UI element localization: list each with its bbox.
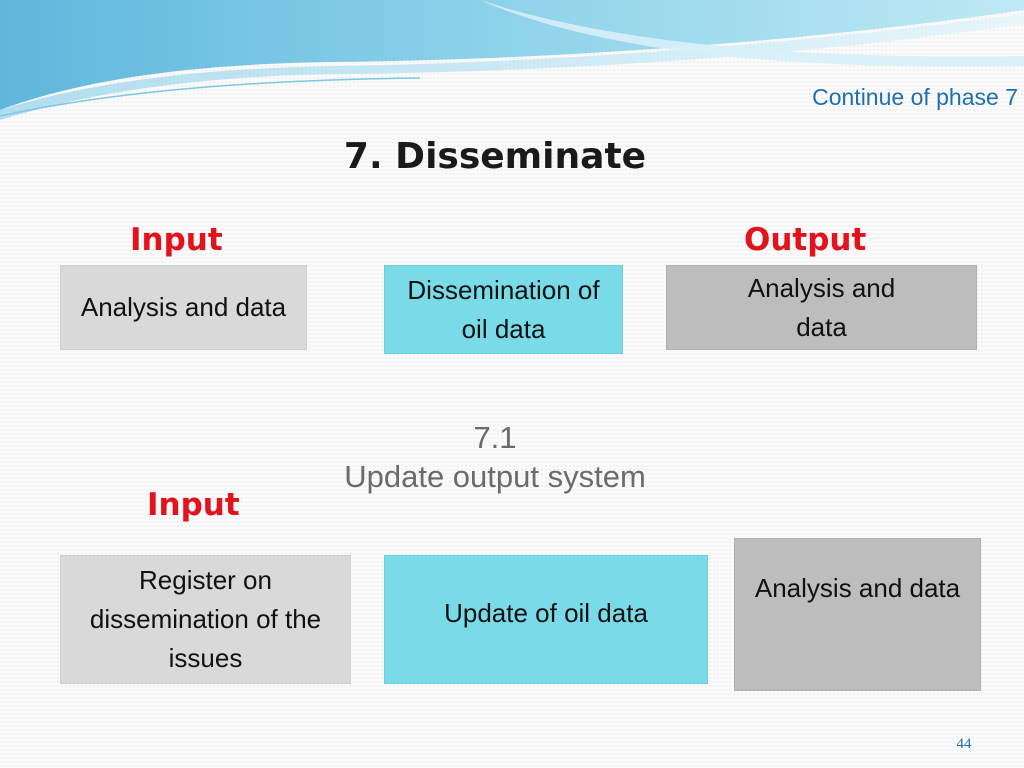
top-input-box: Analysis and data [60,265,307,350]
bottom-process-box: Update of oil data [384,555,708,684]
subphase-number: 7.1 [473,420,517,455]
bottom-input-box-text: Register on dissemination of the issues [89,565,322,673]
header-swoosh-decoration [0,0,1024,120]
top-input-label: Input [130,222,223,258]
page-number: 44 [956,736,972,752]
bottom-input-box: Register on dissemination of the issues [60,555,351,684]
top-process-box: Dissemination of oil data [384,265,623,354]
slide-title: 7. Disseminate [343,136,647,177]
subphase-heading: 7.1 Update output system [300,418,690,496]
top-input-box-text: Analysis and data [80,292,287,322]
bottom-output-box: Analysis and data [734,538,981,691]
top-output-label: Output [744,222,867,258]
phase-continuation-note: Continue of phase 7 [812,84,1018,110]
bottom-output-box-text: Analysis and data [754,573,961,603]
bottom-process-box-text: Update of oil data [444,598,648,628]
top-process-box-text: Dissemination of oil data [407,274,600,344]
subphase-name: Update output system [344,459,646,494]
bottom-input-label: Input [147,487,240,523]
top-output-box-text: Analysis and data [747,272,896,342]
top-output-box: Analysis and data [666,265,977,350]
